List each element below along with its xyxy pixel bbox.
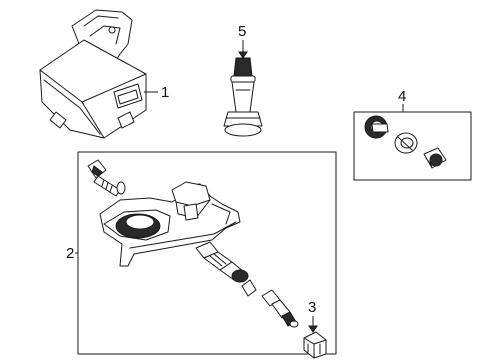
valve-stem-part[interactable] [223, 57, 263, 137]
control-module-part[interactable] [39, 9, 147, 139]
callout-5-arrow [238, 51, 248, 59]
callout-2-label: 2 [66, 245, 74, 262]
callout-1-label: 1 [161, 84, 169, 101]
callout-3-label: 3 [308, 299, 316, 316]
kit-box [353, 111, 472, 181]
valve-cap-part[interactable] [303, 331, 327, 359]
callout-5-label: 5 [238, 23, 246, 40]
callout-4-label: 4 [398, 88, 406, 105]
grommet-kit-part[interactable] [364, 115, 447, 169]
sensor-valve-stem [195, 241, 299, 328]
sensor-assembly-part[interactable] [87, 159, 299, 328]
mounting-screw [87, 159, 126, 197]
callout-3-arrow [308, 325, 318, 333]
